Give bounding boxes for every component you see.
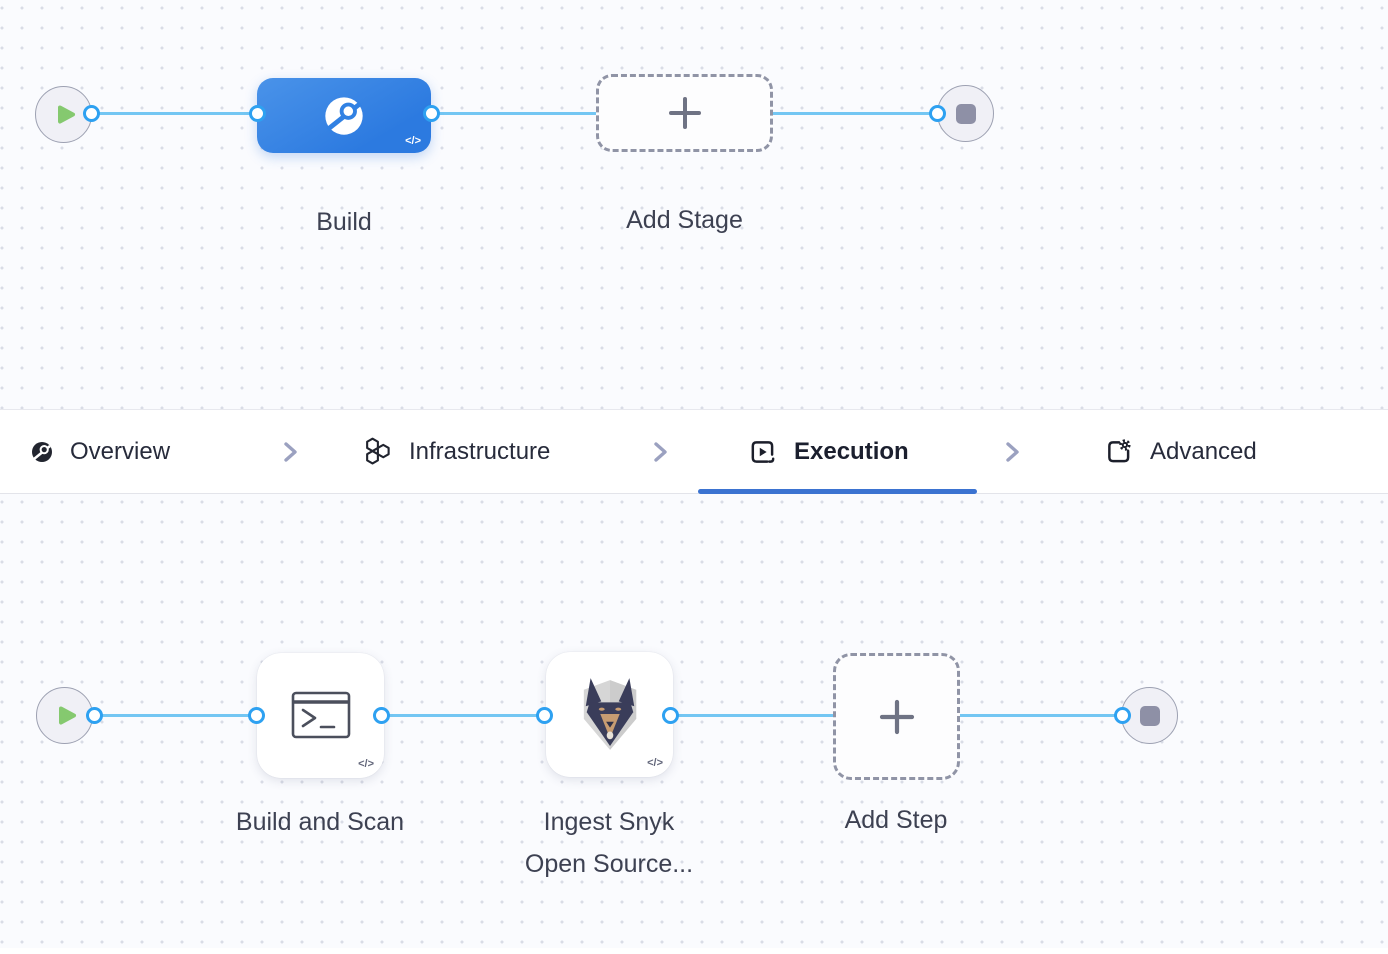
add-stage-label: Add Stage (626, 206, 743, 234)
settings-square-icon (1108, 438, 1131, 462)
tab-advanced[interactable]: Advanced (1104, 410, 1257, 493)
connector-port[interactable] (249, 105, 266, 122)
tab-label: Execution (794, 437, 909, 465)
snyk-dog-icon (583, 677, 636, 750)
pipeline-end-node[interactable] (937, 85, 994, 142)
stop-icon (1139, 705, 1160, 726)
execution-canvas (0, 494, 1388, 948)
connector-port[interactable] (662, 707, 679, 724)
add-stage-button[interactable] (596, 74, 773, 152)
stage-name-label: Build (316, 208, 372, 236)
connector-port[interactable] (373, 707, 390, 724)
add-step-label: Add Step (844, 806, 948, 834)
hexagons-icon (366, 437, 390, 465)
tab-label: Infrastructure (409, 437, 551, 465)
code-icon: </> (647, 757, 663, 769)
step-name-label: Build and Scan (235, 808, 405, 836)
stop-icon (955, 103, 976, 124)
code-icon: </> (405, 135, 421, 147)
plus-icon (668, 97, 701, 129)
stage-node-build[interactable]: </> (257, 78, 431, 153)
step-node-ingest-snyk[interactable]: </> (546, 652, 673, 777)
terminal-icon (291, 691, 350, 738)
play-icon (57, 105, 75, 124)
plus-icon (879, 699, 914, 734)
connector-line (382, 714, 546, 717)
connector-port[interactable] (536, 707, 553, 724)
tab-overview[interactable]: Overview (30, 410, 170, 493)
chevron-right-icon (1006, 441, 1019, 462)
connector-line (670, 714, 834, 717)
pipeline-start-node[interactable] (35, 86, 92, 143)
ci-build-icon (32, 441, 52, 462)
tab-infrastructure[interactable]: Infrastructure (362, 410, 550, 493)
ci-build-icon (325, 96, 363, 135)
connector-port[interactable] (929, 105, 946, 122)
add-step-button[interactable] (833, 653, 960, 780)
stage-canvas (0, 0, 1388, 409)
connector-port[interactable] (86, 707, 103, 724)
connector-port[interactable] (423, 105, 440, 122)
connector-line (772, 112, 938, 115)
connector-line (91, 112, 257, 115)
active-tab-indicator (698, 489, 977, 494)
connector-line (958, 714, 1122, 717)
stage-tab-bar: Overview Infrastructure (0, 409, 1388, 494)
tab-execution[interactable]: Execution (748, 410, 909, 493)
step-name-label: Ingest Snyk Open Source... (524, 808, 694, 878)
execution-start-node[interactable] (36, 687, 93, 744)
tab-label: Advanced (1150, 437, 1257, 465)
chevron-right-icon (284, 441, 297, 462)
connector-line (94, 714, 257, 717)
connector-port[interactable] (1114, 707, 1131, 724)
execution-play-icon (751, 440, 775, 463)
tab-label: Overview (70, 437, 171, 465)
bottom-panel-edge (0, 948, 1388, 954)
connector-port[interactable] (248, 707, 265, 724)
code-icon: </> (358, 758, 374, 770)
connector-line (431, 112, 597, 115)
step-node-build-and-scan[interactable]: </> (257, 653, 384, 778)
chevron-right-icon (654, 441, 667, 462)
connector-port[interactable] (83, 105, 100, 122)
play-icon (58, 706, 76, 725)
